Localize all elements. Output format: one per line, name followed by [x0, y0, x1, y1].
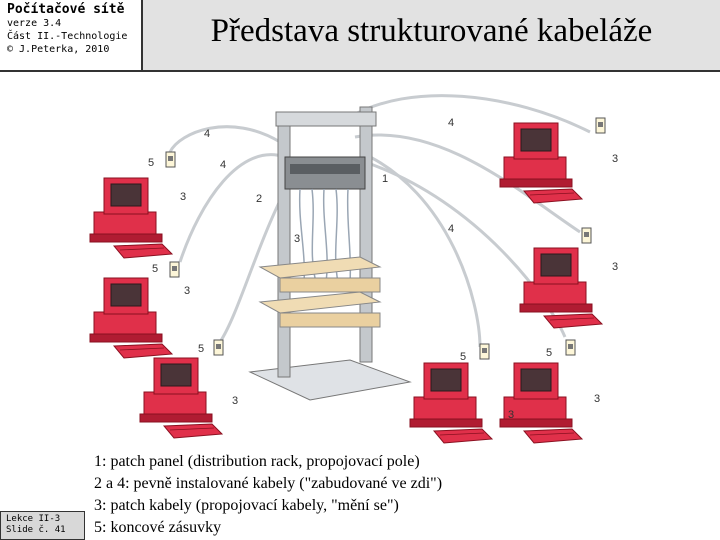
label-patch-cable-pc: 3 — [184, 285, 190, 297]
wall-socket-icon — [213, 339, 224, 356]
label-socket: 5 — [546, 347, 552, 359]
legend-item: 5: koncové zásuvky — [94, 519, 222, 536]
wall-socket-icon — [581, 227, 592, 244]
workstation-icon — [409, 362, 493, 444]
label-patch-cable-pc: 3 — [612, 153, 618, 165]
slide-title: Představa strukturované kabeláže — [210, 13, 653, 49]
label-patch-cable-pc: 3 — [232, 395, 238, 407]
label-fixed-cable-4: 4 — [204, 128, 210, 140]
workstation-icon — [499, 362, 583, 444]
legend-item: 2 a 4: pevně instalované kabely ("zabudo… — [94, 475, 443, 492]
cabling-diagram: 1 2 3 4 4 4 4 5 5 5 5 5 3 3 3 3 3 3 3 — [89, 94, 618, 444]
label-patch-cable-pc: 3 — [594, 393, 600, 405]
legend-item: 1: patch panel (distribution rack, propo… — [94, 453, 420, 470]
slide-number: Slide č. 41 — [6, 525, 66, 535]
label-socket: 5 — [198, 343, 204, 355]
lecture-info-box: Lekce II-3 Slide č. 41 — [0, 511, 85, 540]
distribution-rack — [248, 106, 412, 401]
label-socket: 5 — [148, 157, 154, 169]
course-copyright: © J.Peterka, 2010 — [7, 44, 110, 55]
wall-socket-icon — [595, 117, 606, 134]
course-title: Počítačové sítě — [7, 2, 125, 17]
course-info-box: Počítačové sítě verze 3.4 Část II.-Techn… — [0, 0, 143, 72]
label-fixed-cable-4: 4 — [448, 117, 454, 129]
course-version: verze 3.4 — [7, 18, 62, 29]
label-patch-cable-pc: 3 — [612, 261, 618, 273]
wall-socket-icon — [165, 151, 176, 168]
label-fixed-cable-2: 2 — [256, 193, 262, 205]
label-patch-panel: 1 — [382, 173, 388, 185]
label-socket: 5 — [152, 263, 158, 275]
label-fixed-cable-4: 4 — [220, 159, 226, 171]
workstation-icon — [89, 177, 173, 259]
workstation-icon — [139, 357, 223, 439]
legend-item: 3: patch kabely (propojovací kabely, "mě… — [94, 497, 399, 514]
label-socket: 5 — [460, 351, 466, 363]
wall-socket-icon — [169, 261, 180, 278]
workstation-icon — [89, 277, 173, 359]
label-patch-cable-pc: 3 — [508, 409, 514, 421]
wall-socket-icon — [479, 343, 490, 360]
label-patch-cable-pc: 3 — [180, 191, 186, 203]
label-patch-cable: 3 — [294, 233, 300, 245]
wall-socket-icon — [565, 339, 576, 356]
label-fixed-cable-4: 4 — [448, 223, 454, 235]
workstation-icon — [519, 247, 603, 329]
workstation-icon — [499, 122, 583, 204]
legend: 1: patch panel (distribution rack, propo… — [94, 451, 442, 539]
lecture-number: Lekce II-3 — [6, 514, 61, 524]
course-part: Část II.-Technologie — [7, 31, 128, 42]
title-bar: Představa strukturované kabeláže — [143, 0, 720, 72]
